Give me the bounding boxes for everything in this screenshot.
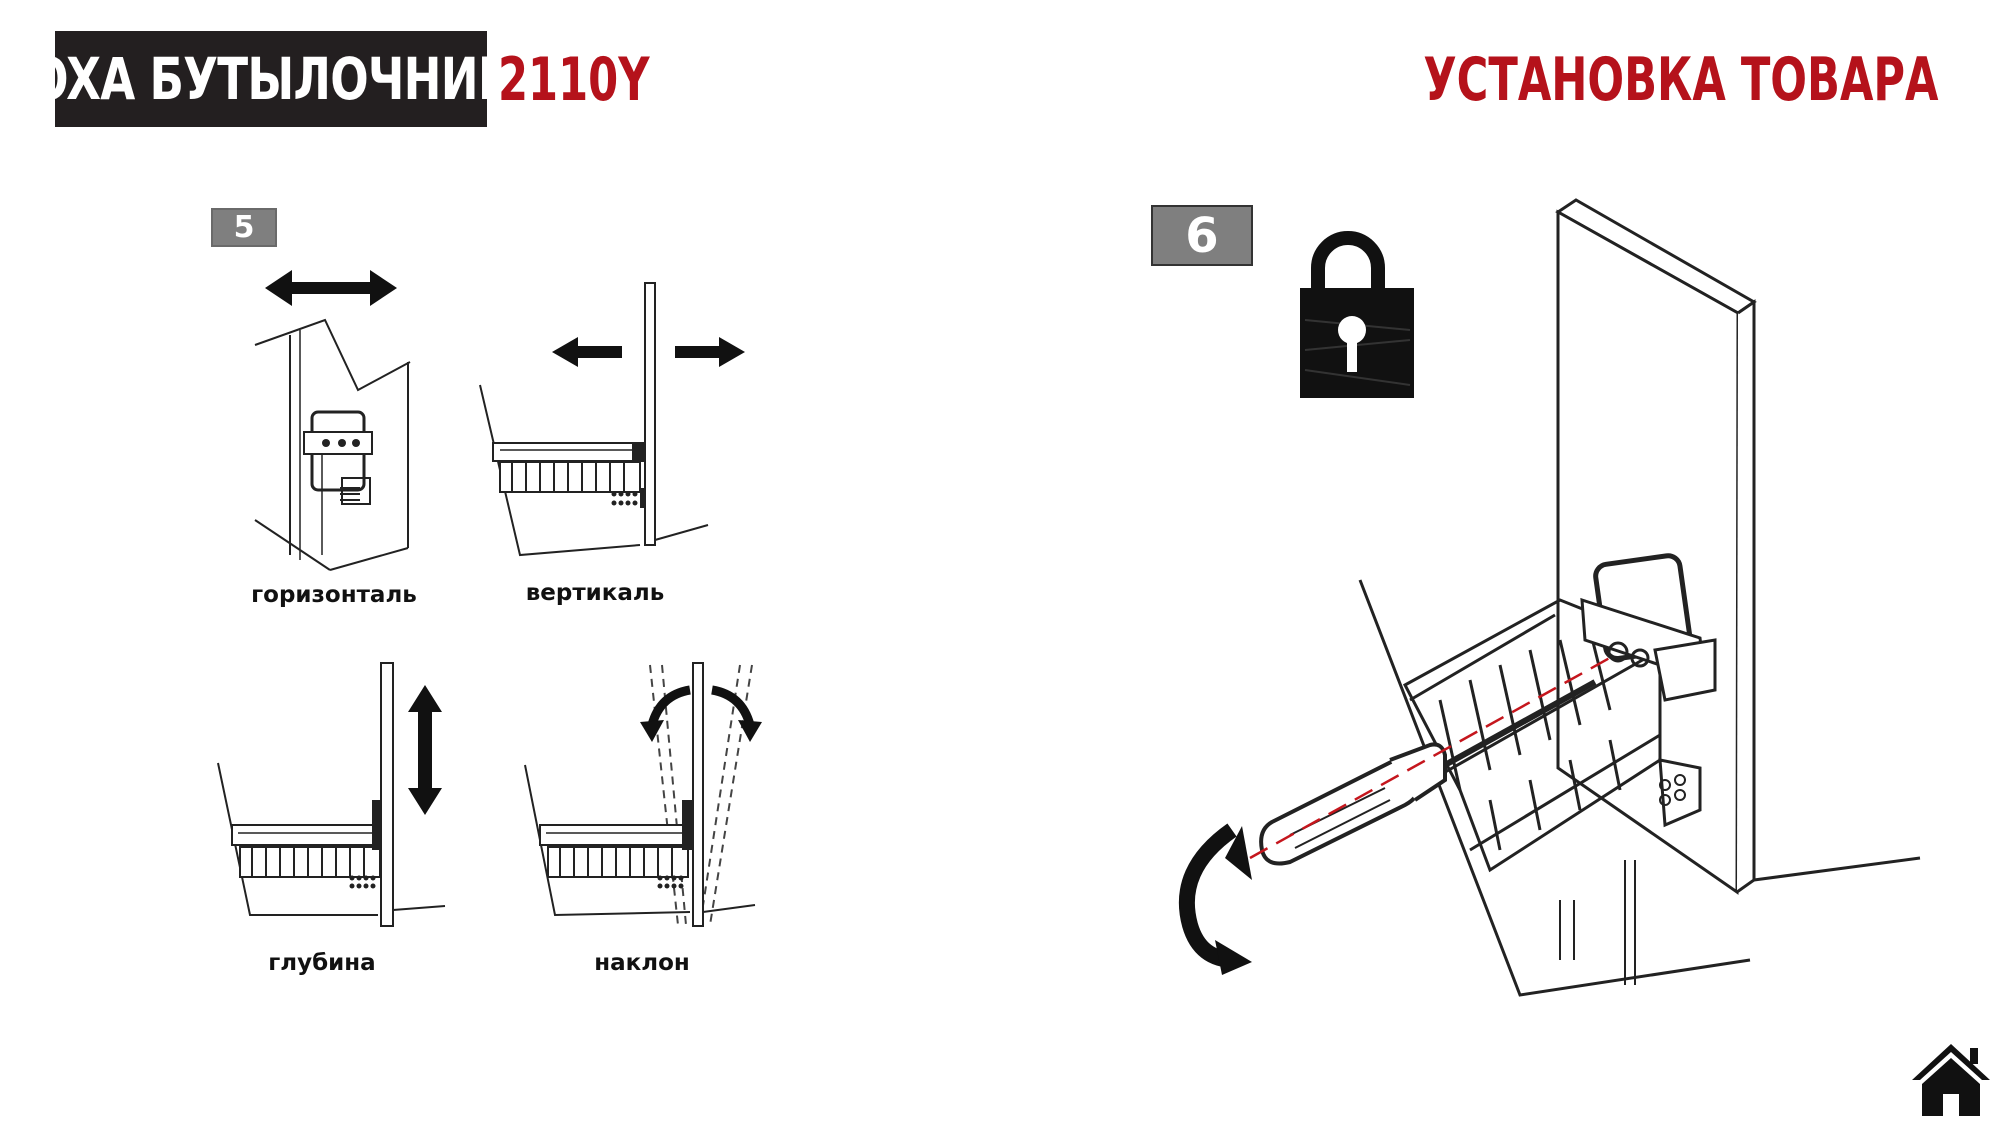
horizontal-arrow-icon bbox=[265, 270, 397, 306]
section-title-text: УСТАНОВКА ТОВАРА bbox=[1422, 45, 1938, 115]
rotate-right-icon bbox=[711, 685, 755, 727]
panel-tilt-drawing bbox=[524, 662, 762, 927]
caption-depth: глубина bbox=[268, 950, 376, 976]
brand-title-text: INOXA БУТЫЛОЧНИЦЫ bbox=[0, 45, 566, 113]
brand-title: INOXA БУТЫЛОЧНИЦЫ bbox=[0, 31, 566, 127]
step-badge-5: 5 bbox=[211, 208, 277, 247]
arrow-left-icon bbox=[552, 337, 622, 367]
model-number-text: 2110Y bbox=[498, 45, 650, 115]
step6-drawing bbox=[1178, 198, 1921, 997]
model-number: 2110Y bbox=[498, 40, 708, 120]
rotate-clockwise-icon bbox=[1178, 823, 1252, 975]
caption-tilt: наклон bbox=[594, 950, 690, 976]
panel-depth-drawing bbox=[217, 662, 446, 927]
step-badge-6: 6 bbox=[1151, 205, 1253, 266]
screwdriver-icon bbox=[1249, 653, 1616, 866]
rotate-left-icon bbox=[647, 685, 691, 727]
panel-horizontal-drawing bbox=[254, 270, 411, 571]
home-icon[interactable] bbox=[1910, 1040, 1992, 1118]
caption-horizontal: горизонталь bbox=[251, 582, 417, 608]
panel-vertical-drawing bbox=[479, 282, 745, 557]
caption-vertical: вертикаль bbox=[525, 580, 665, 606]
section-title: УСТАНОВКА ТОВАРА bbox=[1223, 40, 1938, 120]
arrow-right-icon bbox=[675, 337, 745, 367]
vertical-arrow-icon bbox=[408, 685, 442, 815]
lock-icon bbox=[1300, 231, 1414, 398]
